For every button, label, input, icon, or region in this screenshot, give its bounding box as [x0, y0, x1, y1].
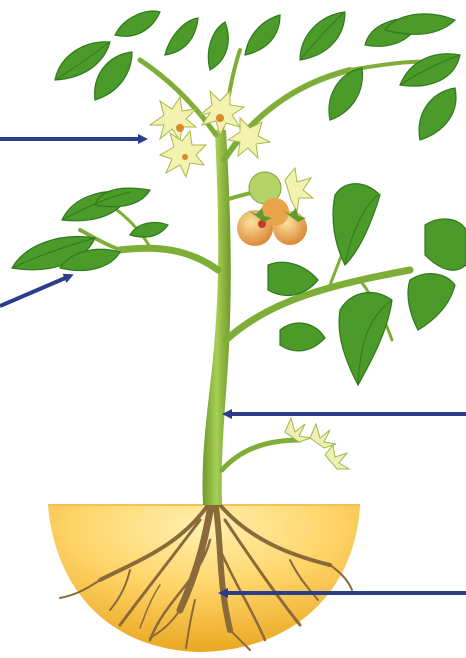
main-stem — [203, 130, 231, 505]
branches — [80, 50, 440, 470]
flower-cluster — [150, 91, 270, 177]
leaf-pointer-arrow — [0, 276, 70, 306]
small-flowers — [285, 418, 349, 469]
fruit-cluster — [237, 168, 313, 246]
